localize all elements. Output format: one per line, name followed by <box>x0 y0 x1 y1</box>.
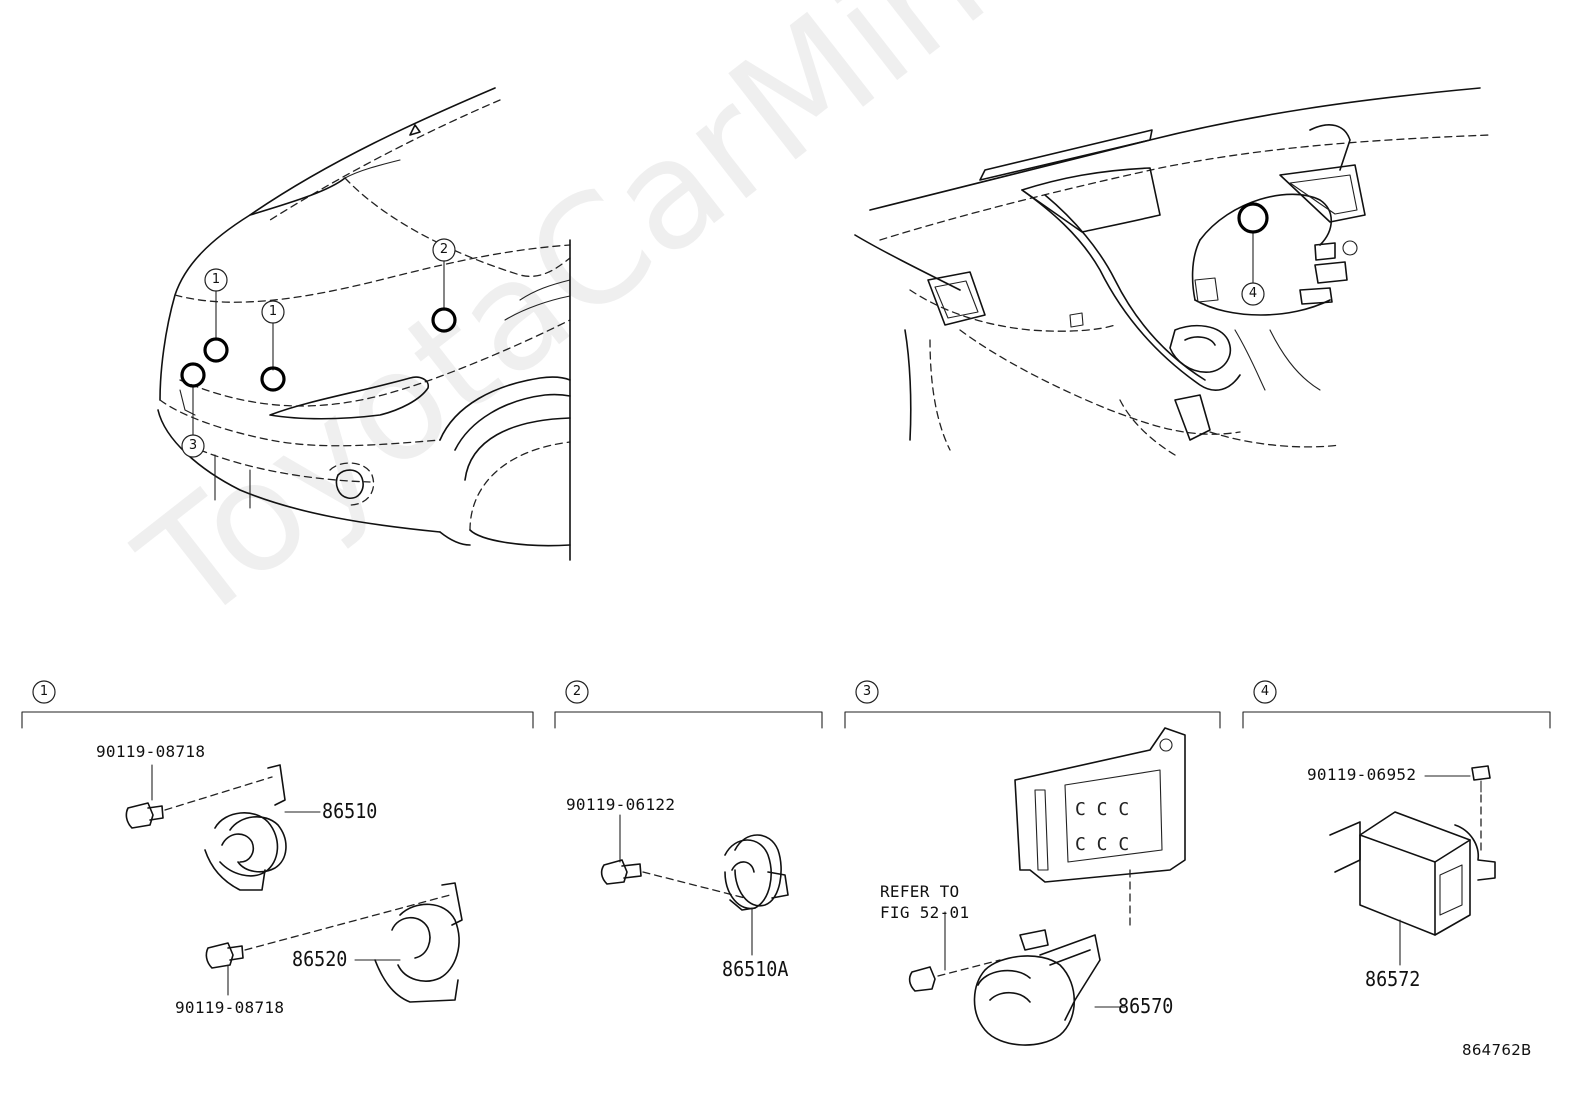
location-marker-2 <box>431 307 457 333</box>
part-label-90119-06952[interactable]: 90119-06952 <box>1307 765 1417 784</box>
section-index-2: 2 <box>572 684 582 699</box>
location-marker-3 <box>180 362 206 388</box>
refer-to-label: REFER TO <box>880 882 960 901</box>
dashboard-illustration <box>854 87 1491 456</box>
part-label-90119-08718-bottom[interactable]: 90119-08718 <box>175 998 285 1017</box>
location-marker-1a <box>203 337 229 363</box>
section-index-1: 1 <box>39 684 49 699</box>
part-label-90119-08718-top[interactable]: 90119-08718 <box>96 742 206 761</box>
part-label-86572[interactable]: 86572 <box>1365 967 1421 991</box>
location-marker-1b <box>260 366 286 392</box>
callout-number-4: 4 <box>1248 286 1258 301</box>
callout-number-1b: 1 <box>268 304 278 319</box>
refer-fig-label[interactable]: FIG 52-01 <box>880 903 970 922</box>
section-2-parts <box>600 814 789 956</box>
diagram-id: 864762B <box>1462 1041 1532 1059</box>
location-marker-4 <box>1237 202 1269 234</box>
part-label-86520[interactable]: 86520 <box>292 947 348 971</box>
section-1-parts <box>125 764 463 1003</box>
section-index-4: 4 <box>1260 684 1270 699</box>
callout-number-3: 3 <box>188 438 198 453</box>
section-3-parts: C C C C C C <box>908 727 1186 1046</box>
dashboard-callouts <box>1237 202 1269 306</box>
callout-number-1a: 1 <box>211 272 221 287</box>
part-label-86570[interactable]: 86570 <box>1118 994 1174 1018</box>
part-label-90119-06122[interactable]: 90119-06122 <box>566 795 676 814</box>
section-index-3: 3 <box>862 684 872 699</box>
callout-number-2: 2 <box>439 242 449 257</box>
car-front-callouts <box>180 238 457 458</box>
part-label-86510A[interactable]: 86510A <box>722 957 789 981</box>
section-4-parts <box>1329 765 1496 966</box>
svg-text:C C C: C C C <box>1075 799 1129 820</box>
section-brackets <box>21 680 1551 729</box>
car-front-illustration <box>157 87 571 561</box>
svg-text:C C C: C C C <box>1075 834 1129 855</box>
part-label-86510[interactable]: 86510 <box>322 799 378 823</box>
